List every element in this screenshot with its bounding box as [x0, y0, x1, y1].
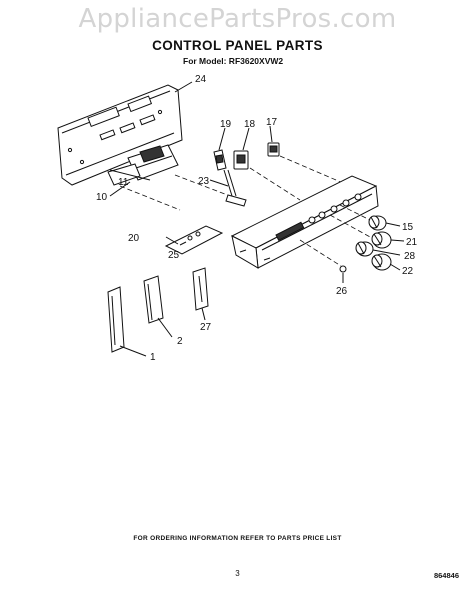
part-2-end-cap	[143, 275, 164, 324]
model-line: For Model: RF3620XVW2	[183, 56, 284, 66]
part-20-nameplate	[164, 225, 224, 255]
part-24-console-back	[57, 84, 183, 186]
knob-15	[368, 215, 387, 231]
callout-24: 24	[195, 74, 207, 85]
part-1-trim	[107, 286, 125, 353]
part-26-screw	[299, 239, 347, 273]
callout-22: 22	[402, 266, 414, 277]
part-18-switch	[233, 150, 249, 170]
callout-2: 2	[177, 336, 183, 347]
callout-18: 18	[244, 119, 256, 130]
page-title: CONTROL PANEL PARTS	[152, 38, 323, 53]
document-code: 864846	[433, 571, 459, 580]
ordering-note: FOR ORDERING INFORMATION REFER TO PARTS …	[133, 535, 342, 542]
control-panel	[230, 175, 379, 269]
page-number: 3	[235, 569, 240, 578]
callout-27: 27	[200, 322, 212, 333]
part-27-bracket	[192, 267, 209, 311]
callout-17: 17	[266, 117, 278, 128]
knob-21	[371, 231, 392, 249]
leader-lines	[109, 81, 405, 357]
part-19-switch	[213, 149, 227, 171]
callout-11: 11	[118, 177, 129, 188]
callout-19: 19	[220, 119, 232, 130]
part-11-switch-assembly	[107, 144, 179, 186]
callout-15: 15	[402, 222, 414, 233]
callout-25: 25	[168, 250, 180, 261]
callout-20: 20	[128, 233, 140, 244]
watermark: AppliancePartsPros.com	[78, 4, 397, 34]
callout-28: 28	[404, 251, 416, 262]
part-17-switch	[267, 142, 280, 157]
callout-10: 10	[96, 192, 108, 203]
knob-28	[355, 241, 374, 257]
callout-26: 26	[336, 286, 348, 297]
part-23-bracket	[223, 169, 247, 207]
knob-22	[371, 253, 392, 271]
callout-1: 1	[150, 352, 156, 363]
callout-23: 23	[198, 176, 210, 187]
callout-21: 21	[406, 237, 418, 248]
